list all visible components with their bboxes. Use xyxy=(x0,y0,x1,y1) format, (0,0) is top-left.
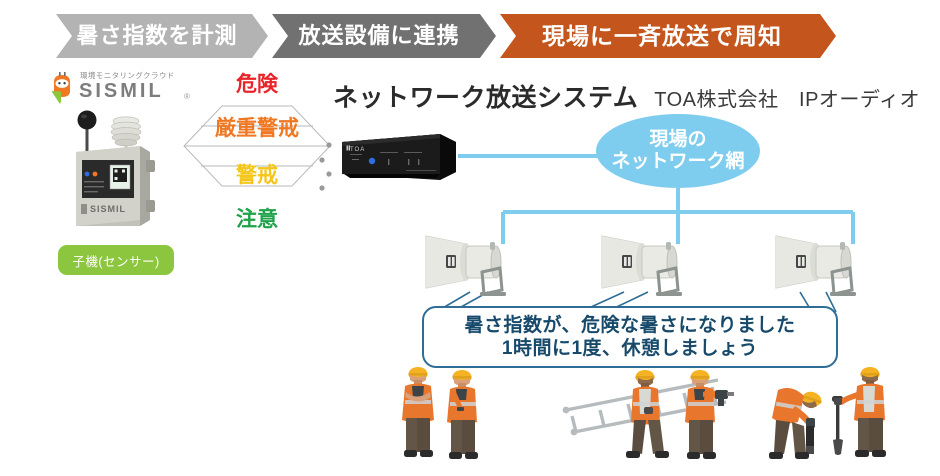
sismil-mascot-icon xyxy=(51,72,70,104)
horn-speaker-left xyxy=(425,235,506,296)
alert-level-warning: 警戒 xyxy=(236,164,278,187)
horn-speaker-center xyxy=(601,235,682,296)
headline-sub-text: TOA株式会社 IPオーディオ xyxy=(654,89,921,111)
process-step-banners: 暑さ指数を計測 放送設備に連携 現場に一斉放送で周知 xyxy=(0,14,940,58)
broadcast-message-line-2: 1時間に1度、休憩しましょう xyxy=(501,338,759,359)
banner-step-3: 現場に一斉放送で周知 xyxy=(500,14,836,58)
banner-step-2: 放送設備に連携 xyxy=(272,14,496,58)
heat-alert-levels: 危険 厳重警戒 警戒 注意 xyxy=(178,66,336,231)
section-headline: ネットワーク放送システム TOA株式会社 IPオーディオ xyxy=(333,78,920,114)
broadcast-message-callout: 暑さ指数が、危険な暑さになりました 1時間に1度、休憩しましょう xyxy=(422,306,838,368)
sismil-logo: 環境モニタリングクラウド SISMIL ® xyxy=(50,70,190,106)
cloud-line-1: 現場の xyxy=(649,128,707,150)
sismil-logo-caption: 環境モニタリングクラウド xyxy=(80,71,175,80)
construction-workers-illustration xyxy=(402,367,886,459)
alert-level-caution: 注意 xyxy=(236,208,278,231)
horn-speaker-right xyxy=(775,235,856,296)
banner-step-2-label: 放送設備に連携 xyxy=(298,23,460,48)
worker-with-shovel xyxy=(832,367,886,457)
svg-text:SISMIL: SISMIL xyxy=(90,204,126,214)
sensor-device-image: SISMIL xyxy=(76,110,155,226)
banner-step-1-label: 暑さ指数を計測 xyxy=(76,23,238,48)
toa-network-device-image: TOA xyxy=(342,134,456,180)
sismil-wordmark: SISMIL xyxy=(79,80,164,102)
cloud-line-2: ネットワーク網 xyxy=(611,151,745,172)
alert-level-hexagon-shape xyxy=(183,105,332,191)
worker-with-jackhammer xyxy=(769,388,822,459)
worker-with-drill xyxy=(685,370,734,459)
headline-main-text: ネットワーク放送システム xyxy=(333,84,639,112)
banner-step-3-label: 現場に一斉放送で周知 xyxy=(542,22,782,49)
banner-step-1: 暑さ指数を計測 xyxy=(56,14,268,58)
toa-brand-text: TOA xyxy=(350,147,365,153)
alert-level-danger: 危険 xyxy=(236,73,278,96)
network-cloud-bubble: 現場の ネットワーク網 xyxy=(596,114,760,188)
sensor-pill-label: 子機(センサー) xyxy=(72,254,160,269)
broadcast-message-line-1: 暑さ指数が、危険な暑さになりました xyxy=(464,314,796,336)
registered-mark: ® xyxy=(184,92,190,101)
worker-with-phone xyxy=(447,370,478,459)
alert-level-severe: 厳重警戒 xyxy=(215,117,299,140)
sensor-pill-badge: 子機(センサー) xyxy=(58,245,174,275)
worker-arms-folded xyxy=(402,367,434,457)
